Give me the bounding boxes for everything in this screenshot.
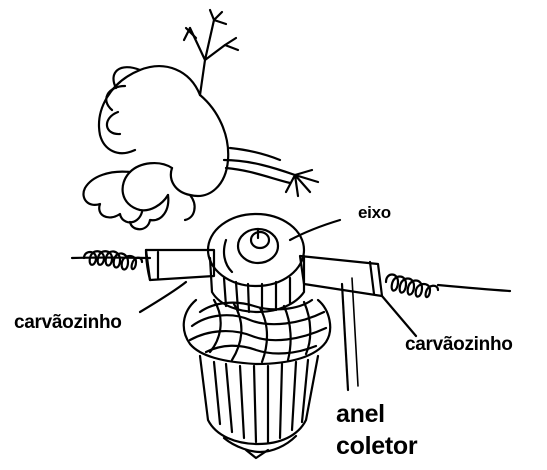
leader-ring (342, 284, 348, 390)
label-brush-right: carvãozinho (405, 334, 513, 356)
leader-brush-left (140, 282, 186, 312)
label-shaft: eixo (358, 203, 391, 223)
bird-doodle (83, 10, 318, 229)
rotor-cylinder (200, 356, 318, 458)
spring-right (386, 275, 438, 298)
label-ring-line2: coletor (336, 432, 417, 460)
spring-left (84, 251, 142, 269)
armature-windings (184, 300, 330, 364)
label-ring-line1: anel (336, 400, 385, 428)
shaft-pointer-line (290, 220, 340, 240)
label-brush-left: carvãozinho (14, 312, 122, 334)
brush-right (300, 256, 382, 296)
leader-ring-edge (352, 278, 358, 386)
commutator-top-disc (208, 214, 304, 312)
brush-left (146, 250, 214, 280)
leader-brush-right (382, 296, 416, 336)
